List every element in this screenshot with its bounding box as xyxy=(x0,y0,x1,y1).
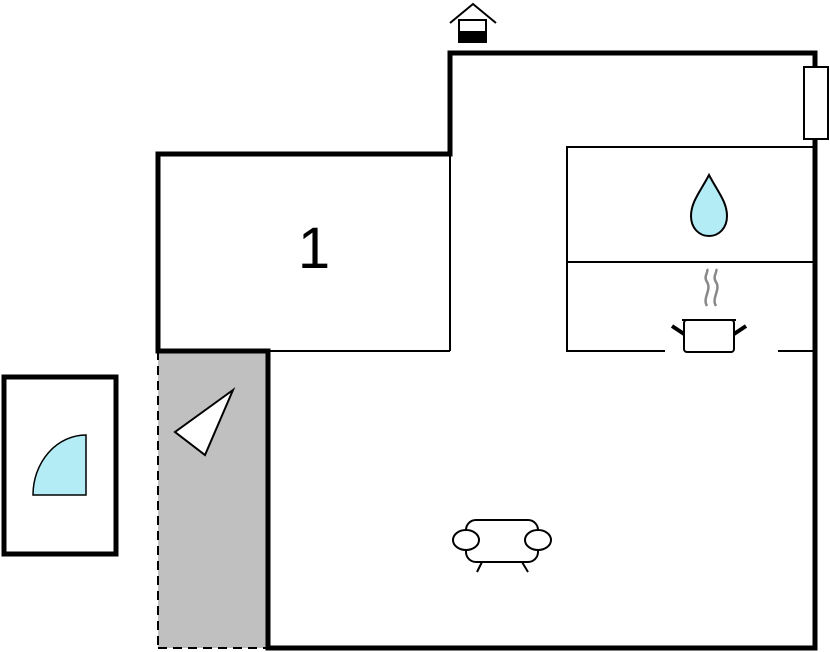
shower-icon xyxy=(32,434,87,496)
fireplace-icon xyxy=(449,2,497,43)
entrance-area xyxy=(158,351,268,648)
sofa-icon xyxy=(452,519,552,573)
outer-wall xyxy=(155,50,818,651)
bathroom-wall xyxy=(566,146,815,352)
room-1-label: 1 xyxy=(298,216,330,281)
entrance-arrow-icon xyxy=(173,387,236,457)
cooking-pot-icon xyxy=(670,268,748,353)
water-drop-icon xyxy=(689,172,729,238)
radiator-icon xyxy=(803,66,829,140)
